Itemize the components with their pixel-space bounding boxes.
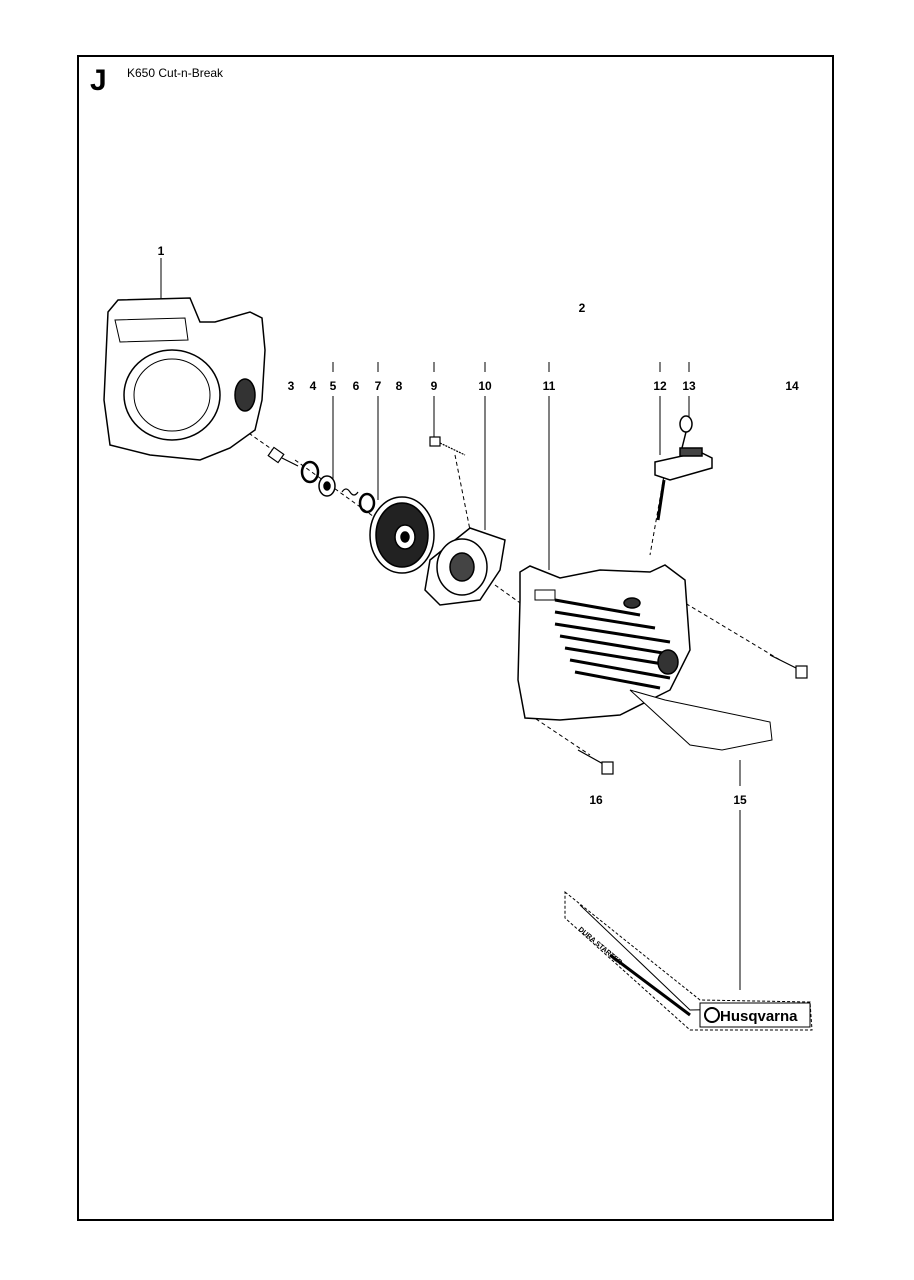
hub-part-5 bbox=[318, 475, 336, 497]
bolt-part-9 bbox=[429, 436, 466, 456]
decal-side-text: DURA STARTER bbox=[577, 926, 623, 966]
screw-part-3 bbox=[267, 446, 299, 467]
callout-15: 15 bbox=[733, 793, 747, 807]
callout-8: 8 bbox=[395, 379, 403, 393]
bolt-part-16 bbox=[577, 749, 614, 775]
starter-plate-part-10 bbox=[424, 527, 506, 606]
starter-housing-part-11 bbox=[517, 564, 691, 721]
callout-16: 16 bbox=[589, 793, 603, 807]
model-title: K650 Cut-n-Break bbox=[127, 66, 224, 80]
callout-5: 5 bbox=[329, 379, 337, 393]
callout-6: 6 bbox=[352, 379, 360, 393]
callout-4: 4 bbox=[309, 379, 317, 393]
spring-part-6 bbox=[341, 488, 359, 496]
callout-2: 2 bbox=[578, 301, 586, 315]
callout-3: 3 bbox=[287, 379, 295, 393]
decal-brand-text: Husqvarna bbox=[720, 1008, 798, 1025]
callout-13: 13 bbox=[682, 379, 696, 393]
bolt-part-14 bbox=[769, 654, 808, 679]
decal-part-15 bbox=[564, 890, 813, 1031]
handle-part-12 bbox=[654, 447, 713, 521]
callout-7: 7 bbox=[374, 379, 382, 393]
section-letter: J bbox=[90, 64, 107, 97]
callout-1: 1 bbox=[157, 244, 165, 258]
decal-placement-outline bbox=[629, 689, 773, 751]
cord-part-13 bbox=[679, 415, 693, 449]
fan-housing-part-1 bbox=[103, 297, 266, 461]
pulley-part-8 bbox=[369, 496, 435, 574]
washer-part-4 bbox=[300, 460, 320, 484]
callout-9: 9 bbox=[430, 379, 438, 393]
callout-10: 10 bbox=[478, 379, 492, 393]
callout-14: 14 bbox=[785, 379, 799, 393]
page-frame bbox=[77, 55, 834, 1221]
callout-11: 11 bbox=[542, 379, 556, 393]
ring-part-7 bbox=[358, 492, 376, 514]
callout-12: 12 bbox=[653, 379, 667, 393]
